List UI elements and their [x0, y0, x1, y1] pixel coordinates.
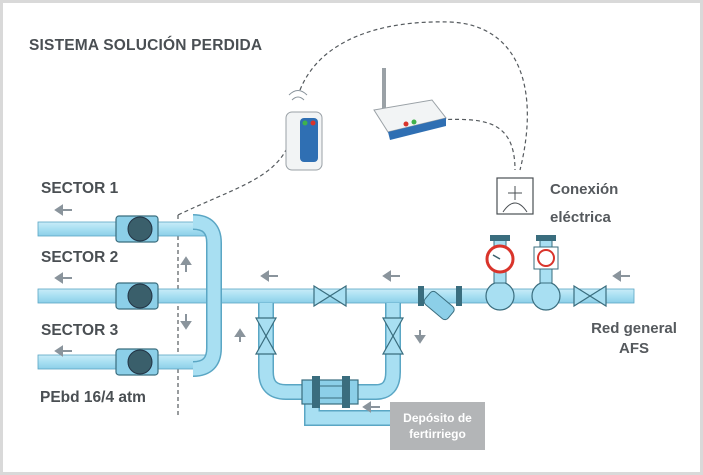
flow-meter-icon — [531, 235, 561, 311]
diagram-title: SISTEMA SOLUCIÓN PERDIDA — [29, 37, 263, 54]
deposit-box: Depósito de fertirriego — [390, 402, 485, 450]
electrical-connection-icon — [496, 177, 534, 215]
control-cables — [177, 21, 528, 415]
gate-valve-icon — [381, 317, 405, 355]
connection-line-1: Conexión — [550, 181, 619, 198]
cable-to-sensor — [177, 149, 287, 216]
flow-arrow-icon — [260, 270, 278, 282]
solenoid-valve-icon — [115, 348, 159, 376]
flow-arrow-icon — [612, 270, 630, 282]
deposit-line-2: fertirriego — [409, 427, 466, 441]
connection-line-2: eléctrica — [550, 209, 611, 226]
sector-3-label: SECTOR 3 — [41, 322, 119, 339]
gate-valve-icon — [573, 284, 607, 308]
wireless-sensor-icon — [285, 90, 323, 171]
source-line-2: AFS — [619, 340, 649, 357]
source-line-1: Red general — [591, 320, 677, 337]
flow-arrow-icon — [234, 328, 246, 342]
pressure-gauge-icon — [485, 235, 515, 311]
wifi-router-icon — [373, 68, 447, 140]
pipe-spec-label: PEbd 16/4 atm — [40, 389, 146, 406]
flow-arrow-icon — [54, 345, 72, 357]
gate-valve-icon — [254, 317, 278, 355]
pipes — [37, 214, 635, 426]
connection-label: Conexión eléctrica — [550, 176, 618, 232]
solenoid-valve-icon — [115, 215, 159, 243]
flow-arrows — [54, 204, 630, 413]
flow-arrow-icon — [54, 272, 72, 284]
filter-icon — [418, 286, 462, 321]
flow-arrow-icon — [362, 401, 380, 413]
sector-2-label: SECTOR 2 — [41, 249, 119, 266]
flow-arrow-icon — [180, 256, 192, 272]
gate-valve-icon — [313, 284, 347, 308]
sector-1-label: SECTOR 1 — [41, 180, 119, 197]
deposit-line-1: Depósito de — [403, 411, 472, 425]
flow-arrow-icon — [180, 314, 192, 330]
fertilizer-injector-icon — [301, 376, 359, 408]
flow-arrow-icon — [382, 270, 400, 282]
flow-arrow-icon — [54, 204, 72, 216]
solenoid-valve-icon — [115, 282, 159, 310]
cable-sensor-to-connection — [299, 21, 528, 171]
source-label: Red general AFS — [584, 319, 684, 359]
flow-arrow-icon — [414, 330, 426, 344]
